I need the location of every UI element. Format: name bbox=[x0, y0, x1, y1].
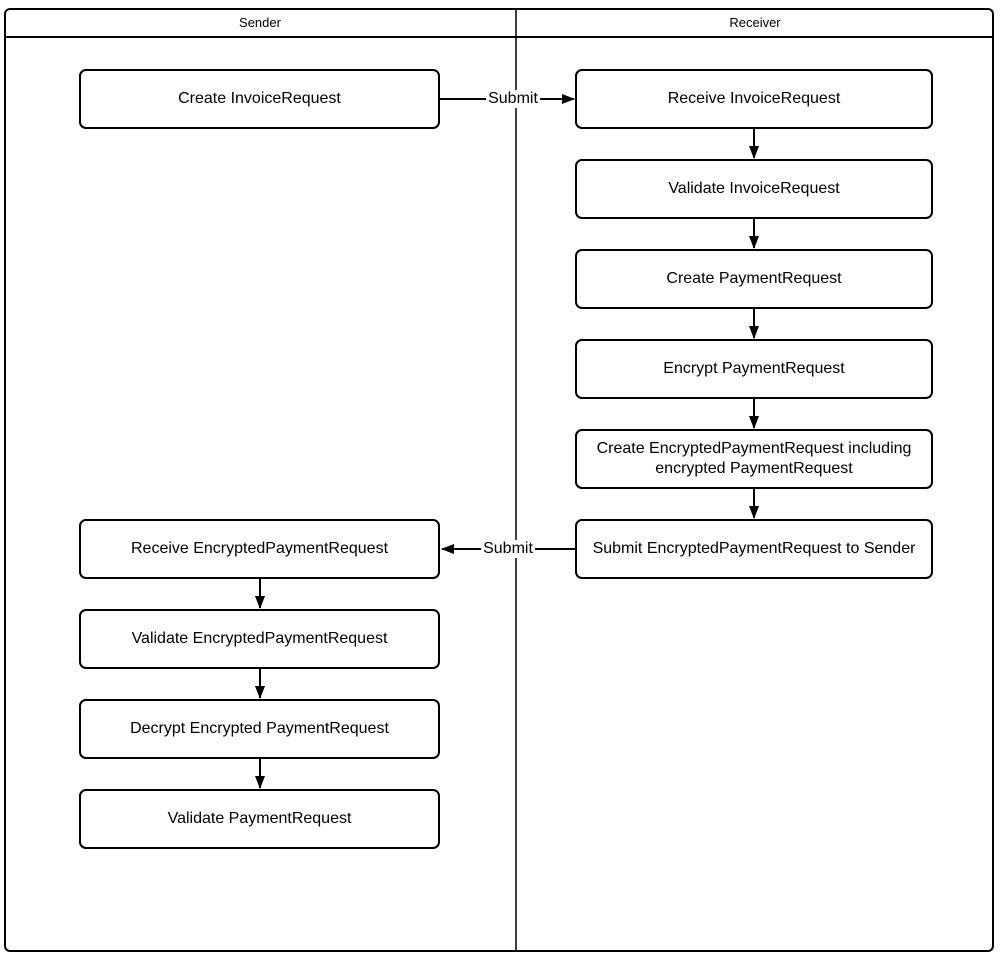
node-decrypt-encrypted-paymentrequest: Decrypt Encrypted PaymentRequest bbox=[79, 699, 440, 759]
edge-label-submit-invoice: Submit bbox=[486, 90, 540, 108]
node-validate-paymentrequest: Validate PaymentRequest bbox=[79, 789, 440, 849]
edge-label-submit-payment: Submit bbox=[481, 540, 535, 558]
diagram-frame bbox=[4, 8, 994, 952]
node-create-encryptedpaymentrequest: Create EncryptedPaymentRequest including… bbox=[575, 429, 933, 489]
lane-header-receiver: Receiver bbox=[729, 15, 781, 30]
node-submit-encryptedpaymentrequest-to-sender: Submit EncryptedPaymentRequest to Sender bbox=[575, 519, 933, 579]
node-validate-encryptedpaymentrequest: Validate EncryptedPaymentRequest bbox=[79, 609, 440, 669]
node-receive-invoicerequest: Receive InvoiceRequest bbox=[575, 69, 933, 129]
node-validate-invoicerequest: Validate InvoiceRequest bbox=[575, 159, 933, 219]
node-create-paymentrequest: Create PaymentRequest bbox=[575, 249, 933, 309]
lane-header-sender: Sender bbox=[239, 15, 281, 30]
node-receive-encryptedpaymentrequest: Receive EncryptedPaymentRequest bbox=[79, 519, 440, 579]
node-encrypt-paymentrequest: Encrypt PaymentRequest bbox=[575, 339, 933, 399]
node-create-invoicerequest: Create InvoiceRequest bbox=[79, 69, 440, 129]
